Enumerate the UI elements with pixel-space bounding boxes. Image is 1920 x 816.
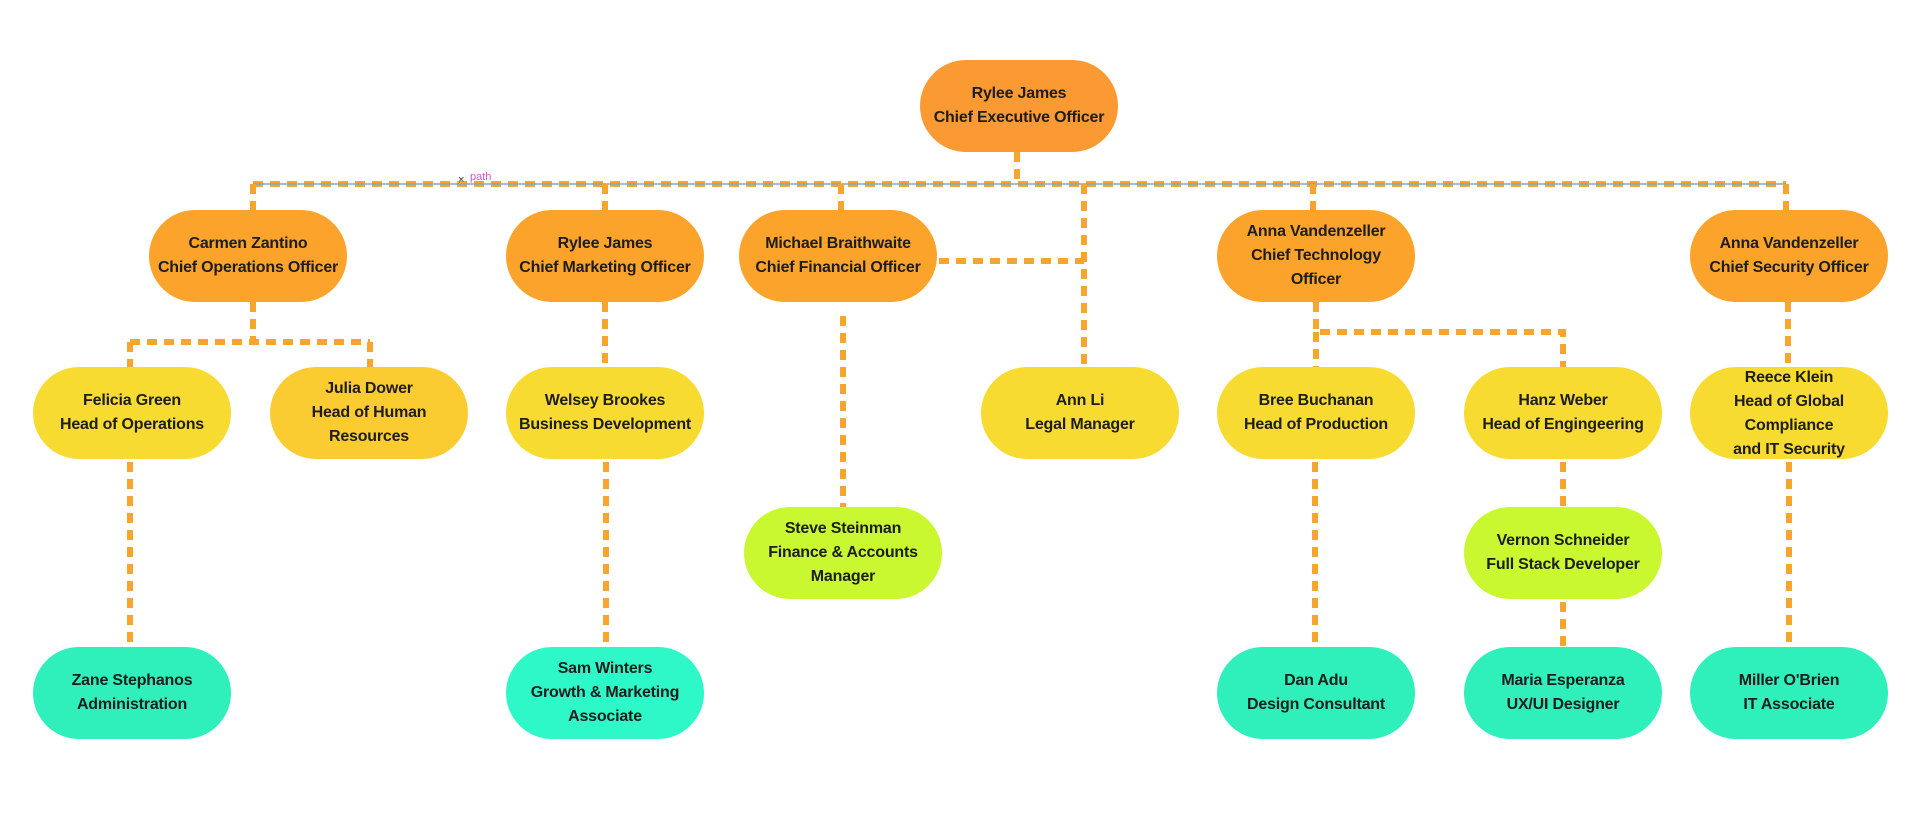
node-title: Full Stack Developer (1486, 556, 1640, 573)
node-name: Rylee James (971, 85, 1067, 102)
node-coo[interactable]: Carmen Zantino Chief Operations Officer (149, 210, 347, 302)
node-title: Growth & Marketing Associate (530, 684, 680, 725)
node-name: Zane Stephanos (71, 672, 193, 689)
node-title: Chief Security Officer (1709, 259, 1869, 276)
node-ceo[interactable]: Rylee James Chief Executive Officer (920, 60, 1118, 152)
node-name: Reece Klein (1744, 369, 1834, 386)
node-full-stack-developer[interactable]: Vernon Schneider Full Stack Developer (1464, 507, 1662, 599)
node-title: Chief Financial Officer (755, 259, 921, 276)
node-title: Chief Operations Officer (157, 259, 339, 276)
node-name: Ann Li (1055, 392, 1105, 409)
node-cso[interactable]: Anna Vandenzeller Chief Security Officer (1690, 210, 1888, 302)
node-business-development[interactable]: Welsey Brookes Business Development (506, 367, 704, 459)
node-name: Dan Adu (1284, 672, 1348, 689)
node-title: IT Associate (1743, 696, 1835, 713)
node-title: Chief Executive Officer (933, 109, 1105, 126)
node-it-associate[interactable]: Miller O'Brien IT Associate (1690, 647, 1888, 739)
node-head-of-hr[interactable]: Julia Dower Head of Human Resources (270, 367, 468, 459)
node-ux-ui-designer[interactable]: Maria Esperanza UX/UI Designer (1464, 647, 1662, 739)
node-name: Anna Vandenzeller (1246, 223, 1386, 240)
node-title: Chief Technology Officer (1251, 247, 1381, 288)
node-title: Finance & Accounts Manager (768, 544, 918, 585)
node-title: Head of Production (1244, 416, 1388, 433)
node-name: Rylee James (557, 235, 653, 252)
node-design-consultant[interactable]: Dan Adu Design Consultant (1217, 647, 1415, 739)
node-name: Anna Vandenzeller (1719, 235, 1859, 252)
node-name: Steve Steinman (784, 520, 902, 537)
node-title: Business Development (518, 416, 692, 433)
node-head-of-global-compliance[interactable]: Reece Klein Head of Global Compliance an… (1690, 367, 1888, 459)
node-title-line2: and IT Security (1733, 441, 1845, 458)
node-title: Head of Global Compliance (1733, 393, 1845, 434)
node-title: Legal Manager (1025, 416, 1135, 433)
node-name: Bree Buchanan (1258, 392, 1374, 409)
node-title: Chief Marketing Officer (519, 259, 691, 276)
path-handle-icon[interactable]: × (458, 174, 465, 186)
node-name: Carmen Zantino (188, 235, 308, 252)
node-title: Design Consultant (1247, 696, 1385, 713)
node-cfo[interactable]: Michael Braithwaite Chief Financial Offi… (739, 210, 937, 302)
node-legal-manager[interactable]: Ann Li Legal Manager (981, 367, 1179, 459)
node-name: Miller O'Brien (1738, 672, 1840, 689)
node-name: Julia Dower (325, 380, 413, 397)
node-title: Head of Operations (60, 416, 204, 433)
node-head-of-production[interactable]: Bree Buchanan Head of Production (1217, 367, 1415, 459)
node-name: Hanz Weber (1518, 392, 1608, 409)
node-finance-accounts-manager[interactable]: Steve Steinman Finance & Accounts Manage… (744, 507, 942, 599)
node-growth-marketing-associate[interactable]: Sam Winters Growth & Marketing Associate (506, 647, 704, 739)
connector-cto-branch (1313, 302, 1566, 367)
node-title: Head of Human Resources (311, 404, 427, 445)
node-cto[interactable]: Anna Vandenzeller Chief Technology Offic… (1217, 210, 1415, 302)
node-head-of-engineering[interactable]: Hanz Weber Head of Engingeering (1464, 367, 1662, 459)
node-name: Maria Esperanza (1501, 672, 1625, 689)
node-name: Felicia Green (83, 392, 181, 409)
connector-coo-branch (127, 302, 373, 367)
node-name: Sam Winters (557, 660, 653, 677)
node-administration[interactable]: Zane Stephanos Administration (33, 647, 231, 739)
node-name: Welsey Brookes (544, 392, 666, 409)
node-title: Administration (76, 696, 188, 713)
node-name: Michael Braithwaite (765, 235, 911, 252)
node-head-of-operations[interactable]: Felicia Green Head of Operations (33, 367, 231, 459)
node-title: UX/UI Designer (1506, 696, 1620, 713)
node-name: Vernon Schneider (1496, 532, 1630, 549)
node-title: Head of Engingeering (1482, 416, 1644, 433)
node-cmo[interactable]: Rylee James Chief Marketing Officer (506, 210, 704, 302)
path-label: path (470, 171, 492, 183)
